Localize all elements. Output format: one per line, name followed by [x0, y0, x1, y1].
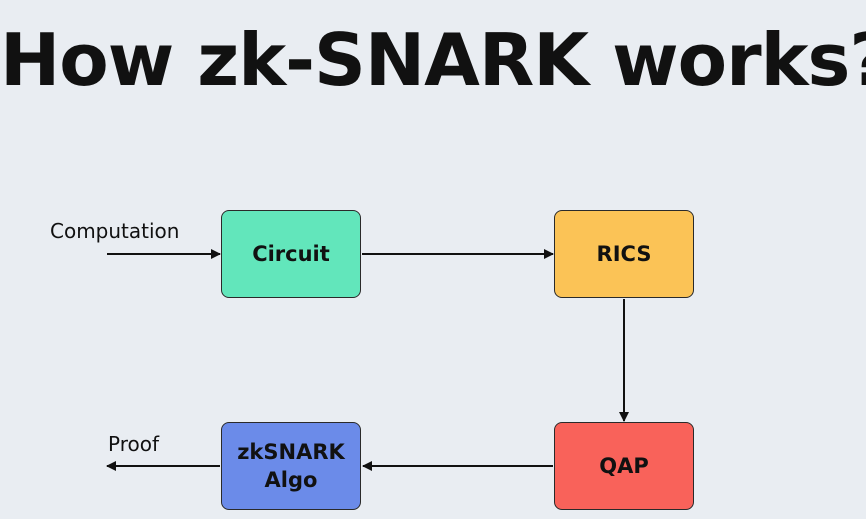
node-rics: RICS [554, 210, 694, 298]
node-qap: QAP [554, 422, 694, 510]
input-label: Computation [50, 219, 180, 243]
output-label: Proof [108, 432, 160, 456]
node-circuit: Circuit [221, 210, 361, 298]
page-title: How zk-SNARK works? [0, 18, 866, 102]
node-zksnark-algo: zkSNARK Algo [221, 422, 361, 510]
